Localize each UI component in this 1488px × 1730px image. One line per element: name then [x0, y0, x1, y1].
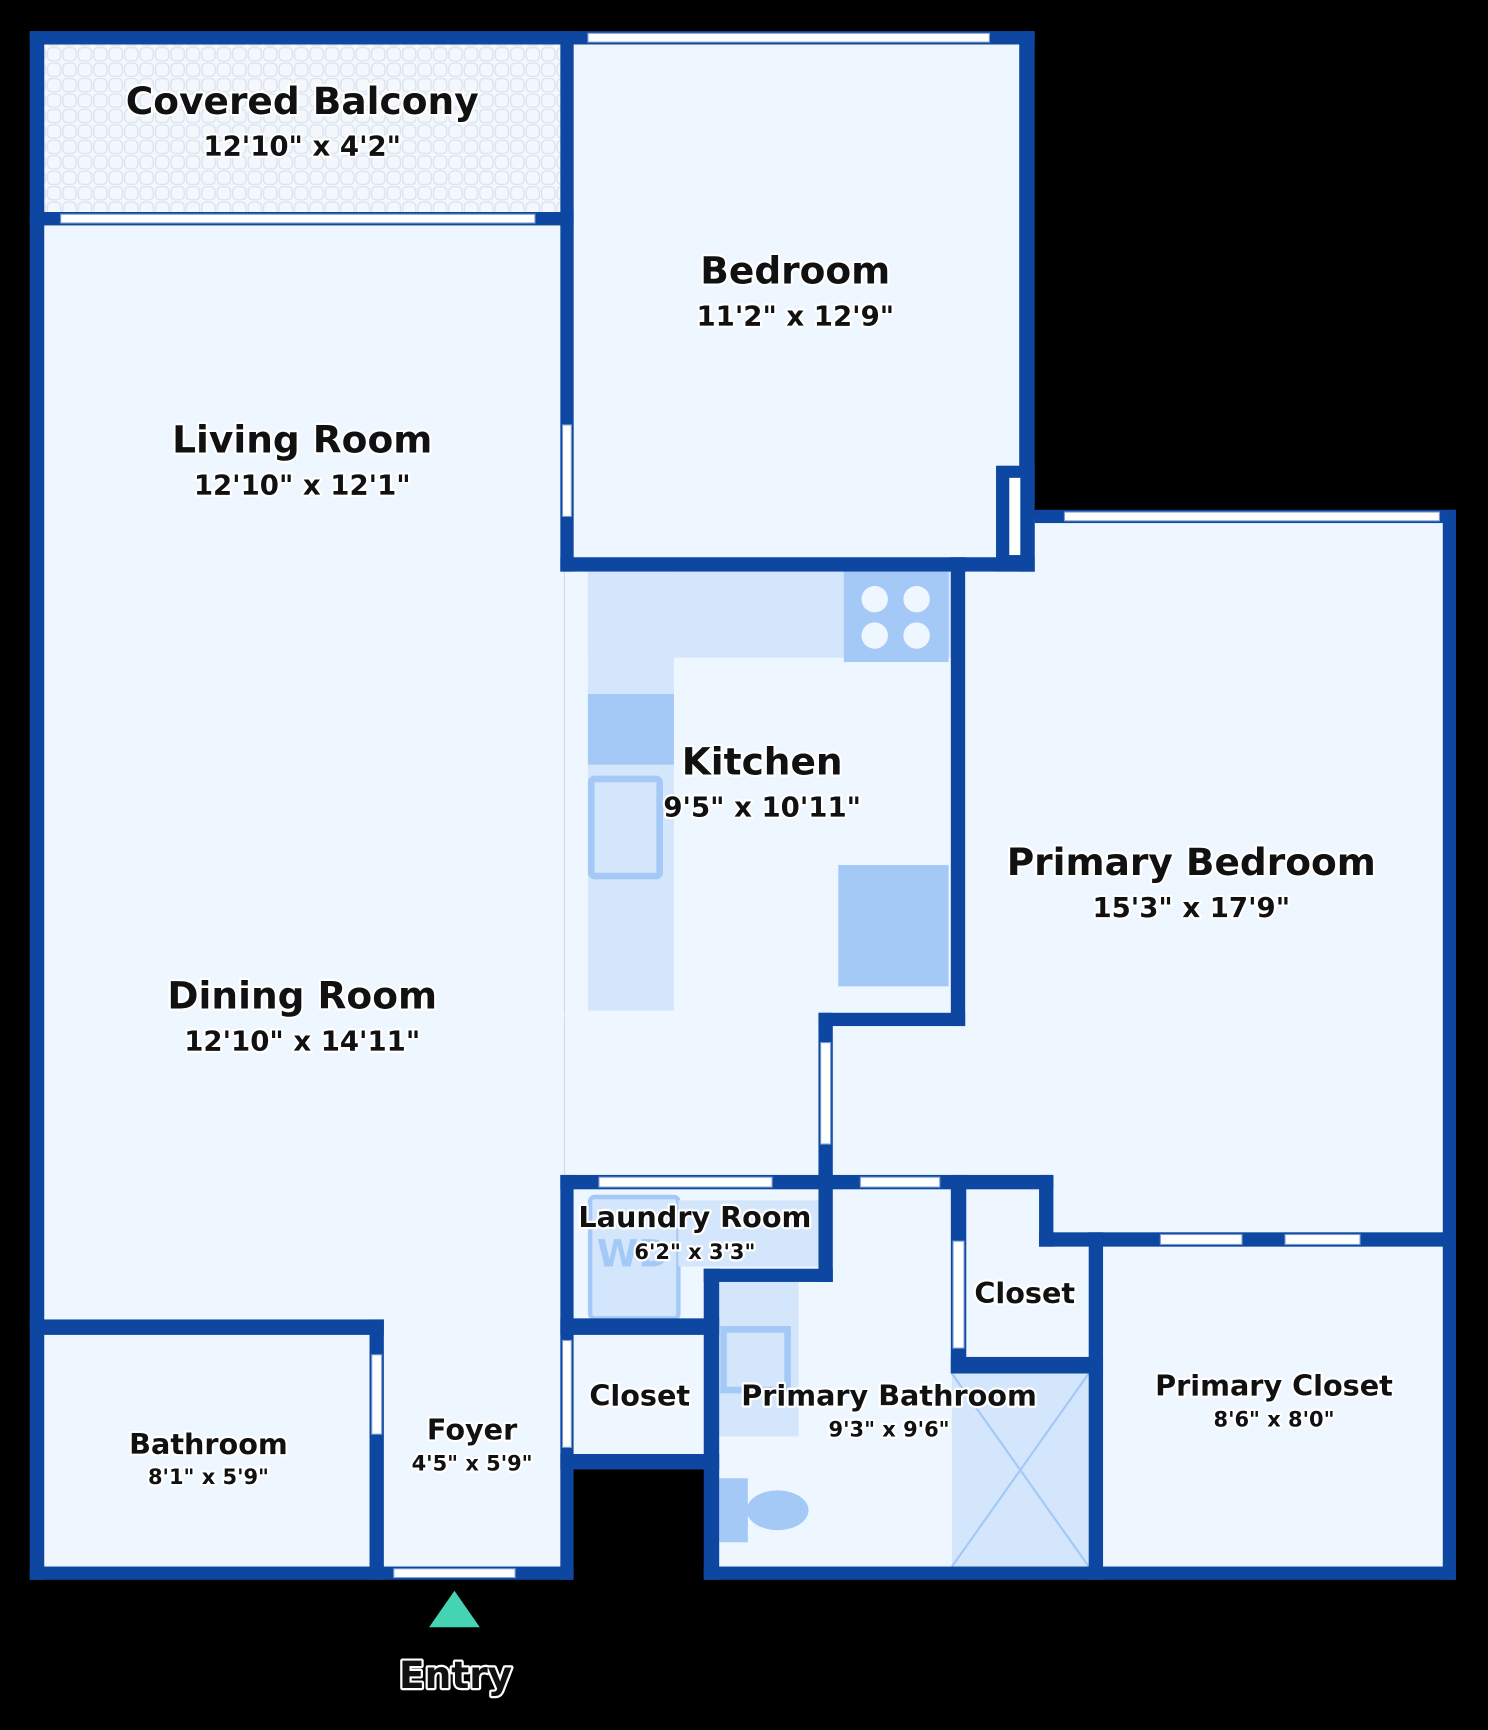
bedroom-name: Bedroom: [700, 249, 890, 293]
balcony-floor: [44, 44, 563, 215]
kitchen-sink: [587, 775, 663, 880]
fixtures: WD: [587, 571, 1090, 1568]
stove: [843, 571, 949, 663]
primary-closet-dims: 8'6" x 8'0": [1214, 1407, 1335, 1431]
entry-label: Entry: [399, 1653, 512, 1697]
walls: [29, 31, 1457, 1580]
dining-dims: 12'10" x 14'11": [184, 1024, 420, 1057]
closet-a-name: Closet: [974, 1276, 1075, 1310]
foyer-dims: 4'5" x 5'9": [412, 1452, 533, 1476]
dishwasher: [587, 694, 674, 765]
kitchen-name: Kitchen: [682, 740, 843, 784]
laundry-dims: 6'2" x 3'3": [634, 1240, 755, 1264]
closet-b-name: Closet: [589, 1378, 690, 1412]
primary-bedroom-dims: 15'3" x 17'9": [1092, 891, 1290, 924]
primary-bedroom-name: Primary Bedroom: [1007, 840, 1376, 884]
washer-dryer-label: WD: [597, 1232, 670, 1276]
bathroom-dims: 8'1" x 5'9": [148, 1465, 269, 1489]
refrigerator: [838, 865, 949, 987]
living-name: Living Room: [172, 417, 432, 461]
bathroom-name: Bathroom: [129, 1427, 288, 1461]
kitchen-dims: 9'5" x 10'11": [663, 790, 861, 823]
foyer-name: Foyer: [427, 1413, 518, 1447]
balcony-name: Covered Balcony: [126, 79, 479, 123]
primary-bathroom-name: Primary Bathroom: [741, 1378, 1037, 1412]
primary-closet-name: Primary Closet: [1155, 1369, 1393, 1403]
laundry-name: Laundry Room: [578, 1200, 811, 1234]
toilet-tank: [719, 1478, 748, 1543]
entry-arrow-icon: [429, 1590, 480, 1628]
bedroom-dims: 11'2" x 12'9": [696, 300, 894, 333]
dining-name: Dining Room: [167, 973, 437, 1017]
balcony-dims: 12'10" x 4'2": [203, 130, 401, 163]
living-dims: 12'10" x 12'1": [194, 468, 411, 501]
room-labels: Covered Balcony 12'10" x 4'2" Bedroom 11…: [124, 77, 1396, 1491]
primary-bathroom-dims: 9'3" x 9'6": [829, 1417, 950, 1441]
toilet-bowl: [746, 1490, 809, 1531]
